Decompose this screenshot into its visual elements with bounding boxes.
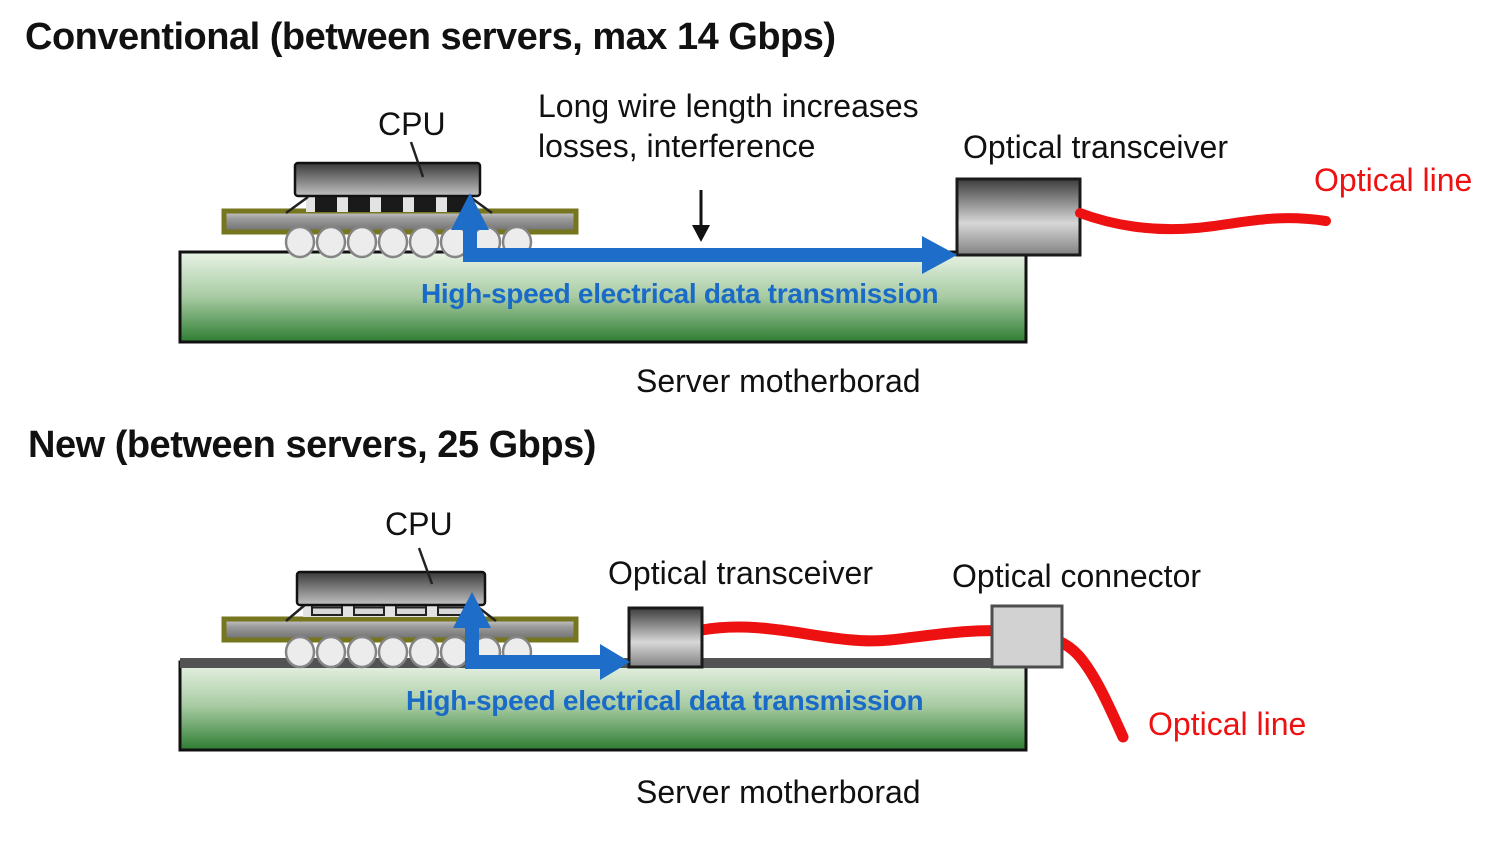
server-motherboard [178,250,1028,344]
optical-transceiver-label-top: Optical transceiver [963,129,1228,165]
optical-transceiver-box [627,606,704,669]
cpu-package-substrate [221,616,579,643]
optical-fiber [696,621,1129,743]
new-title: New (between servers, 25 Gbps) [28,424,596,466]
electrical-data-arrow [453,592,630,680]
package-leg-left [285,195,309,215]
long-wire-note: Long wire length increases losses, inter… [538,88,919,164]
board-label-top: Server motherborad [636,363,921,399]
chip-pads [315,197,469,212]
optical-transceiver-box [955,177,1082,257]
bus-label-bottom: High-speed electrical data transmission [406,685,924,716]
cpu-label-top: CPU [378,106,446,142]
bus-label-top: High-speed electrical data transmission [421,278,939,309]
cpu-chip [295,570,487,607]
optical-connector-label: Optical connector [952,558,1202,594]
conventional-diagram [178,141,1331,344]
optical-line-label-top: Optical line [1314,162,1473,198]
optical-fiber [1075,208,1331,235]
electrical-data-arrow [451,193,957,274]
bga-balls [284,225,533,259]
new-diagram [178,547,1129,752]
package-leg-right [469,195,493,215]
package-leg-left [285,603,307,622]
cpu-chip [293,161,482,198]
note-down-arrow [692,190,710,242]
cpu-pointer-line [409,141,425,178]
optical-line-label-bottom: Optical line [1148,706,1307,742]
cpu-label-bottom: CPU [385,506,453,542]
optical-connector-box [990,604,1064,669]
conventional-title: Conventional (between servers, max 14 Gb… [25,16,836,58]
optical-transceiver-label-bottom: Optical transceiver [608,555,873,591]
cpu-pointer-line [417,547,434,585]
board-label-bottom: Server motherborad [636,774,921,810]
